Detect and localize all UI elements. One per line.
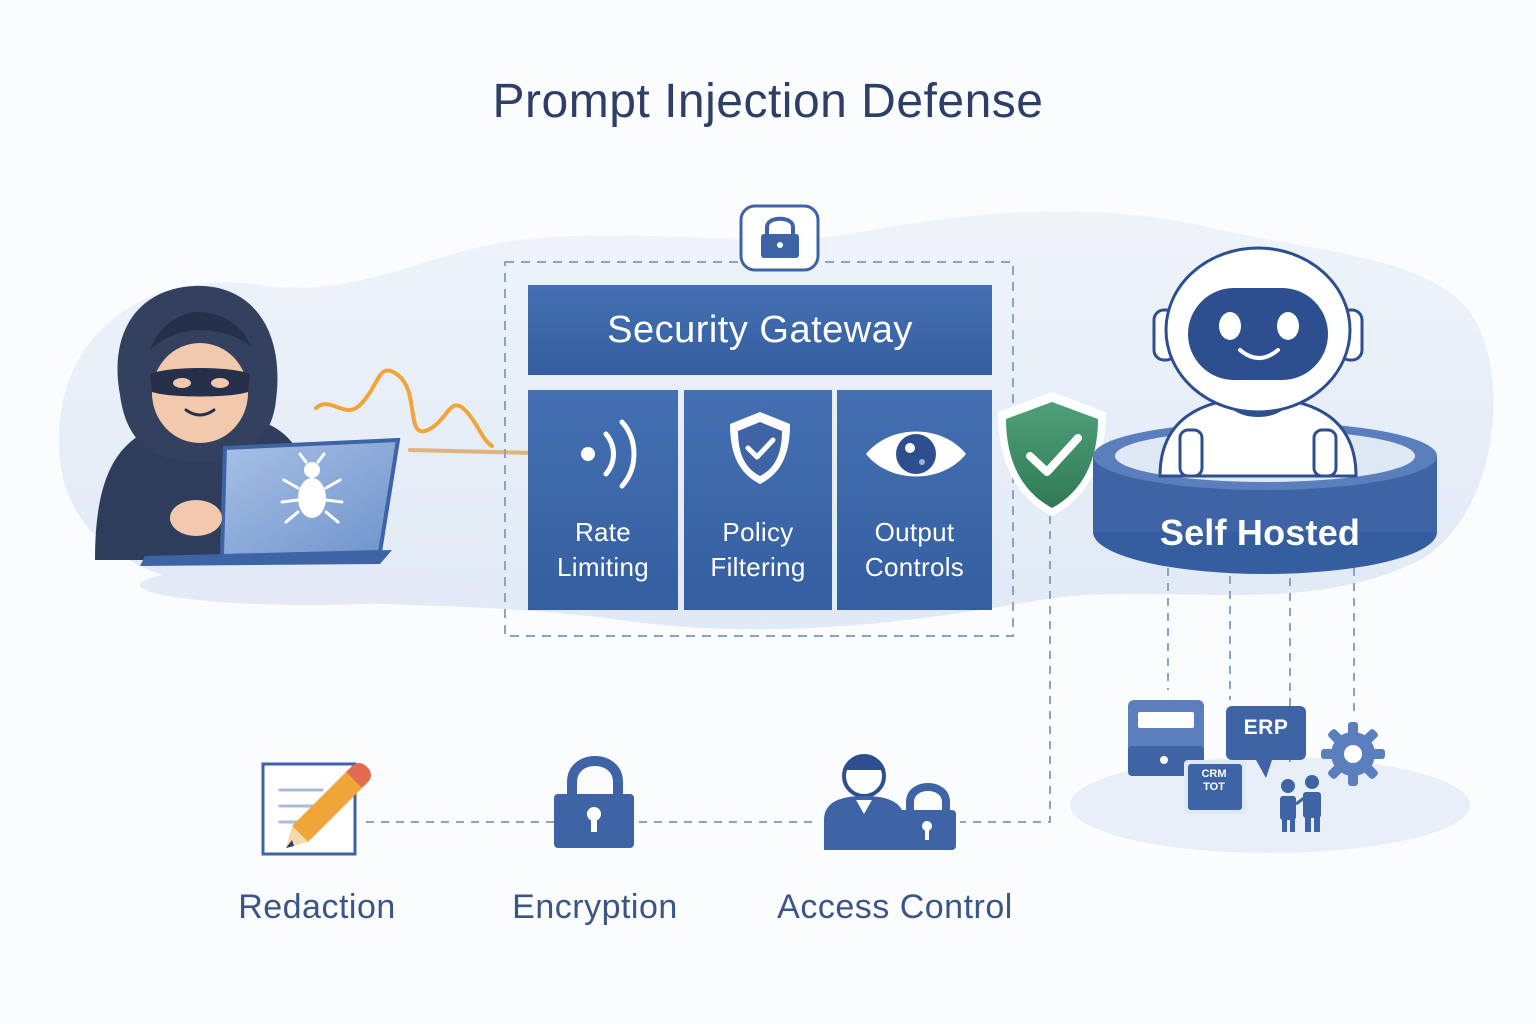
module-label-line1: Policy: [722, 517, 794, 547]
module-label-line2: Filtering: [710, 552, 806, 582]
padlock-icon: [739, 204, 820, 272]
module-label-policy-filtering: Policy Filtering: [684, 515, 832, 585]
self-hosted-label: Self Hosted: [1159, 512, 1361, 553]
module-output-controls: [837, 390, 992, 610]
crm-label-line2: TOT: [1203, 781, 1225, 793]
module-rate-limiting: [528, 390, 678, 610]
gateway-title: Security Gateway: [607, 308, 913, 351]
crm-label: CRM TOT: [1186, 768, 1242, 794]
erp-label: ERP: [1243, 716, 1289, 739]
shield-check-icon: [730, 412, 790, 484]
green-shield-check-icon: [998, 392, 1138, 516]
erp-chat-icon: [1226, 706, 1306, 778]
module-label-line1: Output: [874, 517, 955, 547]
redaction-label: Redaction: [238, 888, 396, 926]
pencil-document-icon: [261, 762, 371, 856]
module-label-output-controls: Output Controls: [837, 515, 992, 585]
people-icon: [1280, 775, 1321, 832]
eye-icon: [866, 431, 966, 477]
padlock-icon: [554, 756, 634, 848]
user-lock-icon: [824, 754, 956, 850]
module-label-line2: Controls: [864, 552, 965, 582]
gateway-header: [528, 285, 992, 375]
bug-icon: [280, 452, 344, 524]
connector-lines: [360, 516, 1355, 823]
crm-card-icon: [1184, 760, 1246, 814]
module-label-line2: Limiting: [557, 552, 649, 582]
module-label-line1: Rate: [574, 517, 632, 547]
gear-icon: [1321, 722, 1385, 786]
robot-icon: [1152, 246, 1364, 478]
module-label-rate-limiting: Rate Limiting: [528, 515, 678, 585]
page-title: Prompt Injection Defense: [492, 75, 1044, 128]
encryption-label: Encryption: [512, 888, 678, 926]
crm-label-line1: CRM: [1201, 768, 1227, 780]
access-control-label: Access Control: [777, 888, 1013, 926]
signal-icon: [581, 419, 637, 489]
